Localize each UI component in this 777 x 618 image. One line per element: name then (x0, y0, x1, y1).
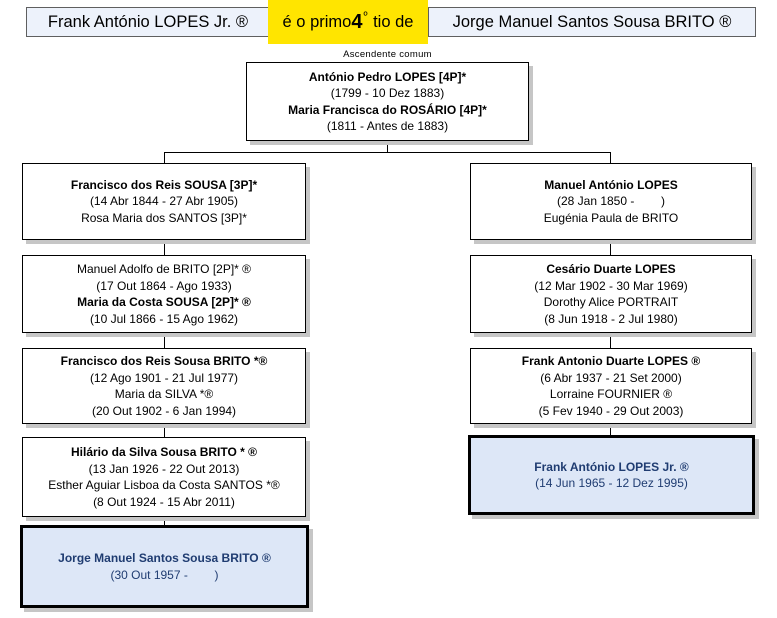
person-name: Manuel António LOPES (544, 177, 678, 192)
header-person-right[interactable]: Jorge Manuel Santos Sousa BRITO ® (428, 7, 756, 37)
person-dates: (13 Jan 1926 - 22 Out 2013) (88, 461, 240, 476)
relation-degree-number: 4 (351, 11, 363, 33)
person-box-cesario-lopes[interactable]: Cesário Duarte LOPES (12 Mar 1902 - 30 M… (470, 255, 752, 333)
person-box-francisco-brito[interactable]: Francisco dos Reis Sousa BRITO *® (12 Ag… (22, 348, 306, 424)
person-dates: (1799 - 10 Dez 1883) (330, 86, 445, 100)
person-dates: (6 Abr 1937 - 21 Set 2000) (540, 370, 682, 385)
person-dates: (30 Out 1957 - ) (110, 567, 219, 582)
spouse-dates: (8 Out 1924 - 15 Abr 2011) (93, 494, 235, 509)
person-dates: (14 Abr 1844 - 27 Abr 1905) (89, 194, 239, 209)
spouse-name: Maria da Costa SOUSA [2P]* ® (77, 295, 251, 309)
relation-ordinal: º (363, 10, 368, 22)
connector-line (164, 152, 611, 153)
person-name: Jorge Manuel Santos Sousa BRITO ® (58, 551, 271, 565)
spouse-dates: (10 Jul 1866 - 15 Ago 1962) (89, 311, 239, 326)
person-name: Hilário da Silva Sousa BRITO * ® (70, 445, 257, 459)
connector-line (610, 152, 611, 163)
person-name: António Pedro LOPES [4P]* (308, 69, 467, 84)
spouse-name: Esther Aguiar Lisboa da Costa SANTOS *® (48, 478, 280, 492)
spouse-name: Maria da SILVA *® (114, 387, 214, 401)
connector-line (610, 424, 611, 435)
person-box-common-ancestor[interactable]: António Pedro LOPES [4P]* (1799 - 10 Dez… (246, 62, 529, 141)
person-dates: (14 Jun 1965 - 12 Dez 1995) (535, 476, 688, 490)
connector-line (164, 517, 165, 525)
spouse-name: Rosa Maria dos SANTOS [3P]* (81, 210, 247, 225)
spouse-name: Lorraine FOURNIER ® (549, 387, 673, 401)
spouse-dates: (1811 - Antes de 1883) (326, 119, 449, 133)
person-box-frank-lopes-sr[interactable]: Frank Antonio Duarte LOPES ® (6 Abr 1937… (470, 348, 752, 424)
spouse-dates: (5 Fev 1940 - 29 Out 2003) (538, 403, 684, 418)
spouse-name: Maria Francisca do ROSÁRIO [4P]* (288, 102, 487, 117)
person-name: Francisco dos Reis Sousa BRITO *® (60, 354, 268, 368)
spouse-name: Dorothy Alice PORTRAIT (543, 295, 679, 309)
connector-line (610, 333, 611, 348)
spouse-dates: (20 Out 1902 - 6 Jan 1994) (91, 403, 237, 418)
person-box-manuel-lopes[interactable]: Manuel António LOPES (28 Jan 1850 - ) Eu… (470, 163, 752, 240)
connector-line (164, 424, 165, 437)
person-box-manuel-brito[interactable]: Manuel Adolfo de BRITO [2P]* ® (17 Out 1… (22, 255, 306, 333)
connector-line (164, 152, 165, 163)
person-box-francisco-sousa[interactable]: Francisco dos Reis SOUSA [3P]* (14 Abr 1… (22, 163, 306, 240)
header-person-left[interactable]: Frank António LOPES Jr. ® (26, 7, 270, 37)
header-person-left-label: Frank António LOPES Jr. ® (47, 12, 249, 31)
header-person-right-label: Jorge Manuel Santos Sousa BRITO ® (452, 12, 732, 31)
spouse-name: Eugénia Paula de BRITO (543, 210, 679, 225)
person-box-frank-lopes-jr-highlighted[interactable]: Frank António LOPES Jr. ® (14 Jun 1965 -… (468, 435, 755, 515)
connector-line (164, 240, 165, 255)
person-dates: (17 Out 1864 - Ago 1933) (96, 278, 232, 293)
person-name: Frank Antonio Duarte LOPES ® (521, 354, 701, 368)
person-name: Francisco dos Reis SOUSA [3P]* (70, 177, 258, 192)
person-box-jorge-brito-highlighted[interactable]: Jorge Manuel Santos Sousa BRITO ® (30 Ou… (20, 525, 309, 608)
person-dates: (12 Ago 1901 - 21 Jul 1977) (89, 370, 239, 385)
person-dates: (28 Jan 1850 - ) (556, 194, 666, 209)
relation-suffix: tio de (373, 12, 414, 31)
person-name: Manuel Adolfo de BRITO [2P]* ® (76, 262, 252, 276)
person-dates: (12 Mar 1902 - 30 Mar 1969) (534, 278, 688, 293)
connector-line (610, 240, 611, 255)
connector-line (164, 333, 165, 348)
spouse-dates: (8 Jun 1918 - 2 Jul 1980) (544, 311, 678, 326)
person-box-hilario-brito[interactable]: Hilário da Silva Sousa BRITO * ® (13 Jan… (22, 437, 306, 517)
person-name: Cesário Duarte LOPES (546, 262, 676, 276)
common-ancestor-caption: Ascendente comum (343, 49, 432, 60)
connector-line (387, 141, 388, 152)
person-name: Frank António LOPES Jr. ® (534, 459, 689, 474)
relation-prefix: é o primo (282, 12, 352, 31)
